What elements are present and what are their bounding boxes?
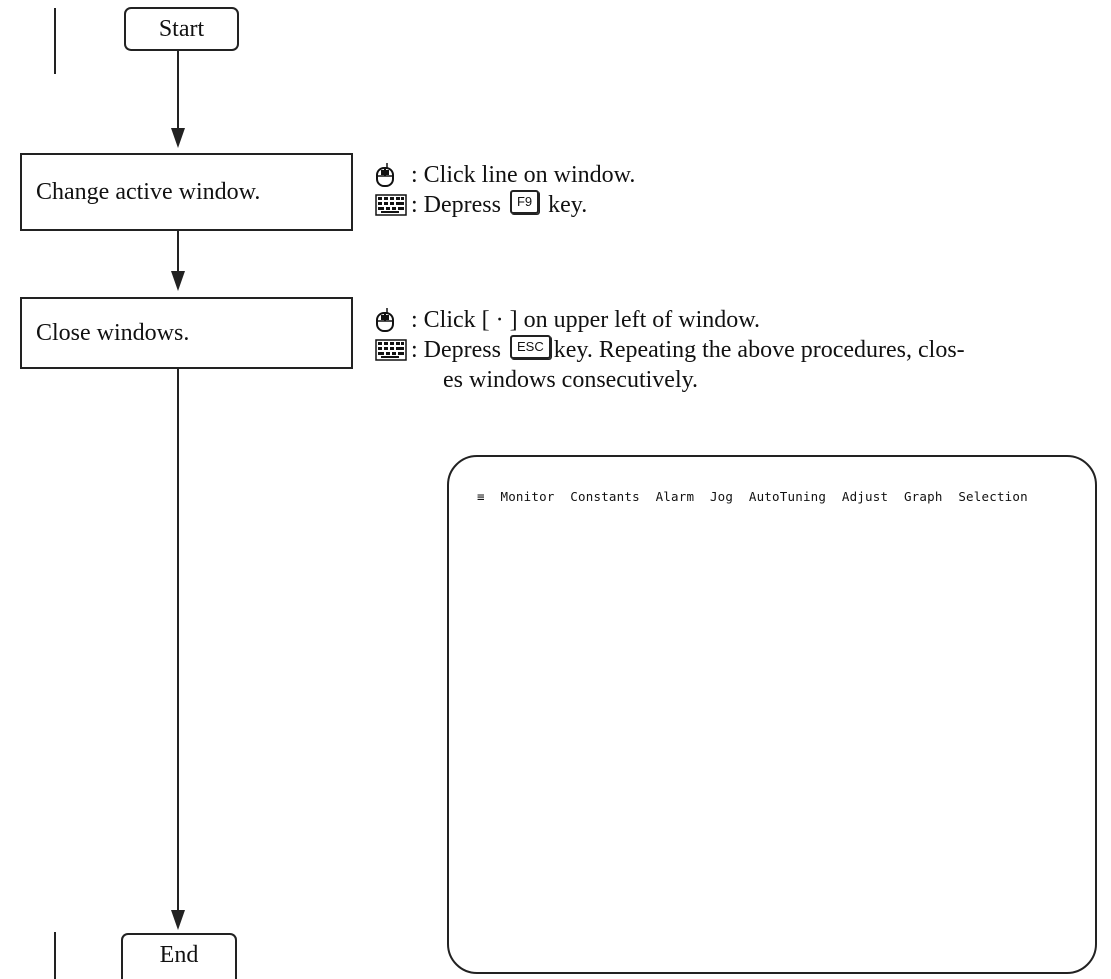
- step2-continuation-row: es windows consecutively.: [375, 365, 1105, 395]
- connector-start-step1: [177, 51, 179, 129]
- step2-key-colon: :: [411, 337, 424, 363]
- instructions-step2: : Click [ · ] on upper left of window. :…: [375, 305, 1105, 395]
- menu-item-alarm[interactable]: Alarm: [655, 489, 695, 504]
- menu-item-autotuning[interactable]: AutoTuning: [748, 489, 827, 504]
- mouse-icon: [375, 305, 411, 335]
- menu-item-selection[interactable]: Selection: [958, 489, 1028, 504]
- process-close-windows: Close windows.: [20, 297, 353, 369]
- step1-key-row: : Depress F9 key.: [375, 190, 1095, 220]
- change-bar-top: [54, 8, 56, 74]
- step1-mouse-row: : Click line on window.: [375, 160, 1095, 190]
- keyboard-icon: [375, 190, 411, 220]
- menu-icon[interactable]: ≡: [477, 489, 485, 504]
- step2-continuation: es windows consecutively.: [443, 367, 699, 393]
- esc-key: ESC: [509, 335, 551, 359]
- end-terminal: End: [121, 933, 237, 979]
- step2-label: Close windows.: [36, 319, 190, 346]
- menu-item-graph[interactable]: Graph: [903, 489, 943, 504]
- process-change-active-window: Change active window.: [20, 153, 353, 231]
- menu-item-constants[interactable]: Constants: [570, 489, 640, 504]
- arrowhead-end: [171, 910, 185, 930]
- menu-item-monitor[interactable]: Monitor: [500, 489, 555, 504]
- step2-mouse-row: : Click [ · ] on upper left of window.: [375, 305, 1105, 335]
- screen-window: ≡ Monitor Constants Alarm Jog AutoTuning…: [447, 455, 1097, 974]
- connector-step2-end: [177, 369, 179, 910]
- menu-item-adjust[interactable]: Adjust: [841, 489, 889, 504]
- step1-key-colon: :: [411, 192, 424, 218]
- end-label: End: [159, 942, 199, 968]
- f9-key: F9: [509, 190, 540, 214]
- instructions-step1: : Click line on window. : Depress F9 key…: [375, 160, 1095, 220]
- start-terminal: Start: [124, 7, 239, 51]
- connector-step1-step2: [177, 231, 179, 272]
- step1-mouse-text: Click line on window.: [423, 162, 636, 188]
- change-bar-bottom: [54, 932, 56, 979]
- menu-bar: ≡ Monitor Constants Alarm Jog AutoTuning…: [477, 489, 1036, 504]
- start-label: Start: [158, 16, 205, 42]
- menu-item-jog[interactable]: Jog: [709, 489, 734, 504]
- step2-mouse-text: Click [ · ] on upper left of window.: [423, 307, 761, 333]
- step2-mouse-colon: :: [411, 307, 424, 333]
- keyboard-icon: [375, 335, 411, 365]
- mouse-icon: [375, 160, 411, 190]
- step1-mouse-colon: :: [411, 162, 424, 188]
- step2-key-suffix: key. Repeating the above procedures, clo…: [553, 337, 965, 363]
- step2-key-prefix: Depress: [423, 337, 501, 363]
- step1-label: Change active window.: [36, 178, 261, 205]
- arrowhead-step1: [171, 128, 185, 148]
- arrowhead-step2: [171, 271, 185, 291]
- step1-key-prefix: Depress: [423, 192, 501, 218]
- step1-key-suffix: key.: [548, 192, 588, 218]
